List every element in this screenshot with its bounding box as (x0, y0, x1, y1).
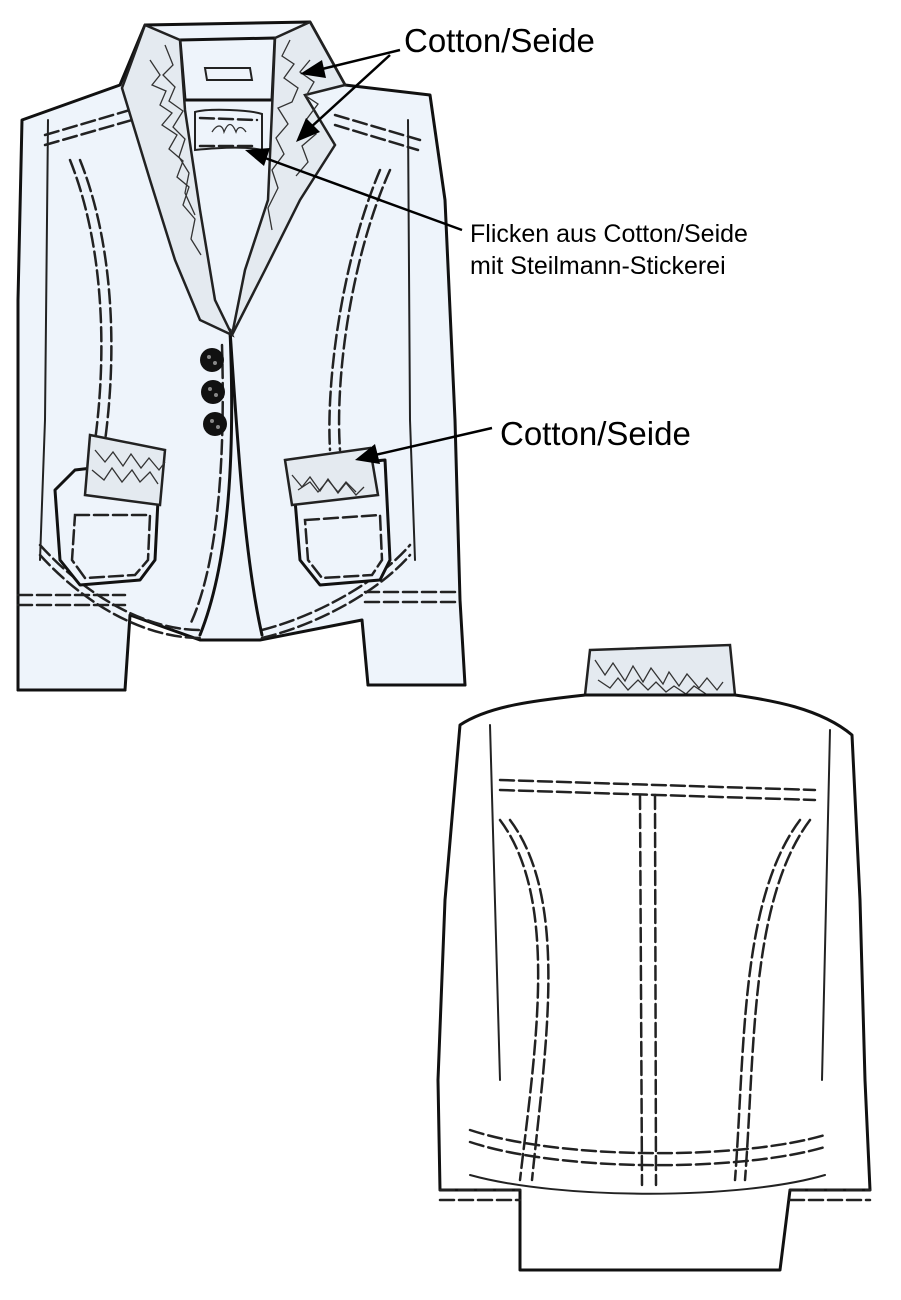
back-right-princess-seam (743, 818, 812, 1182)
arrow-patch (264, 156, 463, 232)
button-1 (200, 348, 224, 372)
front-buttons (200, 348, 227, 436)
front-left-sleeve-seam (39, 119, 49, 561)
label-patch-line-1: Flicken aus Cotton/Seide (470, 220, 748, 248)
label-patch-line-2: mit Steilmann-Stickerei (470, 252, 726, 280)
front-right-lapel-silk (230, 20, 347, 336)
front-right-pocket (283, 446, 392, 587)
hanger-loop (203, 67, 254, 81)
button-2 (201, 380, 225, 404)
front-right-princess-seam (337, 168, 392, 452)
back-hem-band (468, 1128, 827, 1155)
back-right-armhole (821, 729, 831, 1081)
front-hem-band (38, 543, 202, 632)
label-collar-fabric: Cotton/Seide (404, 22, 595, 59)
front-view (16, 20, 467, 692)
arrow-collar-2 (309, 54, 391, 129)
back-body-silhouette (436, 693, 872, 1272)
front-left-shoulder-yoke (43, 108, 132, 137)
back-center-seam (638, 793, 644, 1187)
button-3 (203, 412, 227, 436)
front-opening-edge (198, 328, 234, 637)
back-left-armhole (489, 724, 501, 1081)
annotation-arrows (245, 48, 493, 464)
front-right-sleeve-seam (407, 119, 416, 561)
back-left-princess-seam (498, 818, 540, 1182)
arrow-collar-1 (317, 48, 401, 72)
back-collar-silk (583, 643, 737, 697)
front-left-pocket (53, 433, 167, 587)
back-view (436, 643, 872, 1272)
back-yoke (498, 778, 817, 792)
front-right-shoulder-yoke (333, 113, 422, 142)
label-pocket-fabric: Cotton/Seide (500, 415, 691, 452)
arrow-pocket (374, 426, 493, 457)
